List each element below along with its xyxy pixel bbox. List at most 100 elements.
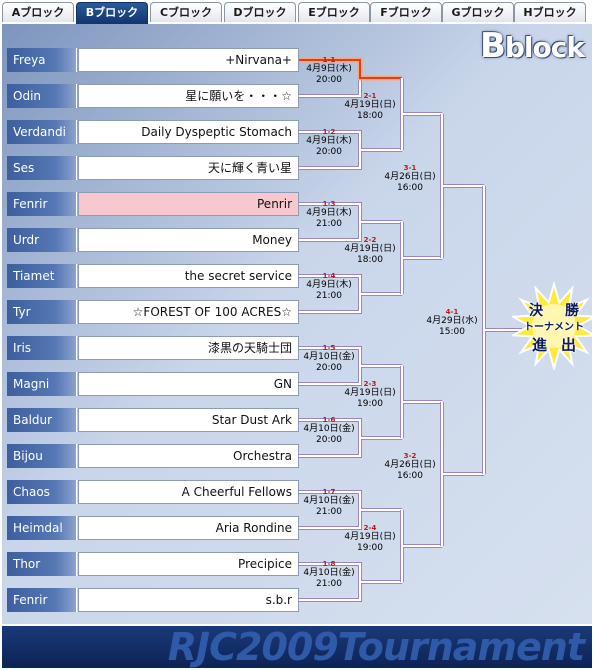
- match-1-1-winner-line: [299, 59, 402, 79]
- match-time: 16:00: [397, 183, 423, 193]
- match-r1-line: [299, 563, 402, 601]
- tab-block-e[interactable]: Eブロック: [298, 2, 370, 22]
- match-time: 21:00: [316, 507, 342, 517]
- tab-block-f[interactable]: Fブロック: [370, 2, 442, 22]
- match-date: 4月26日(日): [384, 460, 436, 470]
- match-time: 21:00: [316, 291, 342, 301]
- match-date: 4月9日(木): [306, 280, 352, 290]
- match-date: 4月29日(水): [426, 316, 478, 326]
- team-name[interactable]: the secret service: [78, 264, 299, 288]
- match-time: 18:00: [357, 255, 383, 265]
- team-name[interactable]: 星に願いを・・・☆: [78, 84, 299, 108]
- tab-block-a[interactable]: Aブロック: [2, 2, 74, 22]
- player-name: Urdr: [7, 228, 77, 252]
- match-time: 18:00: [357, 111, 383, 121]
- bracket-lines: [299, 57, 522, 602]
- match-no: 1-1: [322, 56, 336, 64]
- match-r1-line: [299, 419, 402, 457]
- team-name[interactable]: s.b.r: [78, 588, 299, 612]
- match-no: 2-3: [363, 380, 377, 388]
- team-name[interactable]: Star Dust Ark: [78, 408, 299, 432]
- match-no: 1-3: [322, 200, 336, 208]
- finals-text-3b: 出: [561, 336, 577, 354]
- tab-block-c[interactable]: Cブロック: [150, 2, 222, 22]
- player-name: Ses: [7, 156, 77, 180]
- player-name: Fenrir: [7, 588, 77, 612]
- match-no: 1-2: [322, 128, 336, 136]
- match-no: 3-2: [403, 452, 417, 460]
- finals-text-3a: 進: [531, 336, 547, 354]
- match-time: 19:00: [357, 399, 383, 409]
- team-name[interactable]: ☆FOREST OF 100 ACRES☆: [78, 300, 299, 324]
- match-r2-line: [401, 222, 442, 294]
- match-r1-line: [299, 131, 402, 169]
- match-no: 2-2: [363, 236, 377, 244]
- match-time: 15:00: [439, 327, 465, 337]
- match-date: 4月10日(金): [303, 424, 355, 434]
- team-name[interactable]: Precipice: [78, 552, 299, 576]
- player-name: Magni: [7, 372, 77, 396]
- match-no: 4-1: [445, 308, 459, 316]
- match-time: 16:00: [397, 471, 423, 481]
- match-no: 3-1: [403, 164, 417, 172]
- match-date: 4月10日(金): [303, 352, 355, 362]
- team-name[interactable]: GN: [78, 372, 299, 396]
- match-date: 4月10日(金): [303, 568, 355, 578]
- tab-block-h[interactable]: Hブロック: [514, 2, 586, 22]
- match-date: 4月9日(木): [306, 208, 352, 218]
- team-name[interactable]: Daily Dyspeptic Stomach: [78, 120, 299, 144]
- player-name: Verdandi: [7, 120, 77, 144]
- player-name: Freya: [7, 48, 77, 72]
- tab-block-b[interactable]: Bブロック: [76, 2, 148, 26]
- match-date: 4月9日(木): [306, 64, 352, 74]
- player-name: Odin: [7, 84, 77, 108]
- block-label-word: block: [504, 31, 585, 64]
- match-r1-line: [299, 347, 402, 385]
- match-r3-line: [441, 402, 484, 546]
- match-no: 2-4: [363, 524, 377, 532]
- tab-block-g[interactable]: Gブロック: [442, 2, 514, 22]
- match-time: 20:00: [316, 75, 342, 85]
- player-name: Tiamet: [7, 264, 77, 288]
- match-date: 4月10日(金): [303, 496, 355, 506]
- footer-banner: RJC2009Tournament: [2, 626, 592, 668]
- team-name[interactable]: Money: [78, 228, 299, 252]
- match-date: 4月26日(日): [384, 172, 436, 182]
- team-name[interactable]: Orchestra: [78, 444, 299, 468]
- team-name[interactable]: Aria Rondine: [78, 516, 299, 540]
- match-date: 4月19日(日): [344, 532, 396, 542]
- match-r1-line: [299, 203, 402, 241]
- team-row: Freya+Nirvana+: [7, 48, 299, 72]
- match-time: 21:00: [316, 219, 342, 229]
- tab-block-d[interactable]: Dブロック: [224, 2, 296, 22]
- player-name: Chaos: [7, 480, 77, 504]
- team-name[interactable]: +Nirvana+: [78, 48, 299, 72]
- team-name[interactable]: Penrir: [78, 192, 299, 216]
- team-name[interactable]: A Cheerful Fellows: [78, 480, 299, 504]
- finals-text-1b: 勝: [565, 303, 579, 319]
- team-name[interactable]: 漆黒の天騎士団: [78, 336, 299, 360]
- team-name[interactable]: 天に輝く青い星: [78, 156, 299, 180]
- match-no: 1-8: [322, 560, 336, 568]
- match-date: 4月19日(日): [344, 244, 396, 254]
